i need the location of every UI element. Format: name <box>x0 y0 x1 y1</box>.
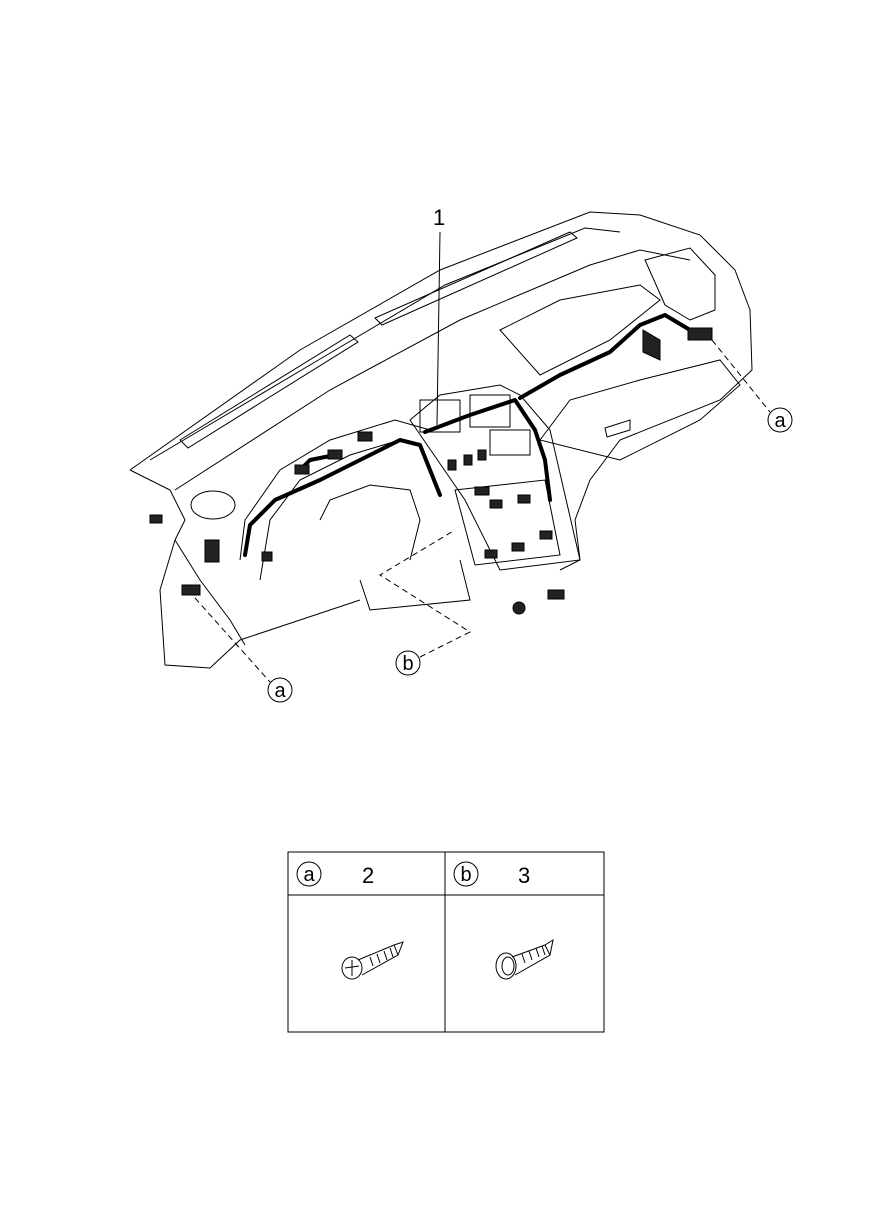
phillips-screw-icon <box>341 941 404 980</box>
callout-a-left-letter: a <box>274 680 286 702</box>
callout-b <box>395 650 421 676</box>
callout-b-leader <box>379 529 472 658</box>
callout-a-left <box>267 677 293 703</box>
part-label-1: 1 <box>433 205 445 230</box>
legend-part-3: 3 <box>518 863 530 888</box>
callout-a-right-letter: a <box>774 410 786 432</box>
legend-a-circle <box>296 861 322 887</box>
legend-table: a 2 b 3 <box>287 851 605 1033</box>
wiring-harness <box>243 313 692 557</box>
connectors <box>149 327 713 615</box>
legend-b-letter: b <box>460 864 471 886</box>
callout-a-left-leader <box>194 597 271 683</box>
dashboard-outline <box>129 211 753 669</box>
legend-part-2: 2 <box>362 863 374 888</box>
leader-line-1 <box>436 231 441 426</box>
callout-a-right <box>767 407 793 433</box>
callout-a-right-leader <box>711 339 771 413</box>
flange-tapping-screw-icon <box>495 938 554 980</box>
legend-b-circle <box>453 861 479 887</box>
callout-b-letter: b <box>402 653 413 675</box>
legend-a-letter: a <box>303 864 315 886</box>
